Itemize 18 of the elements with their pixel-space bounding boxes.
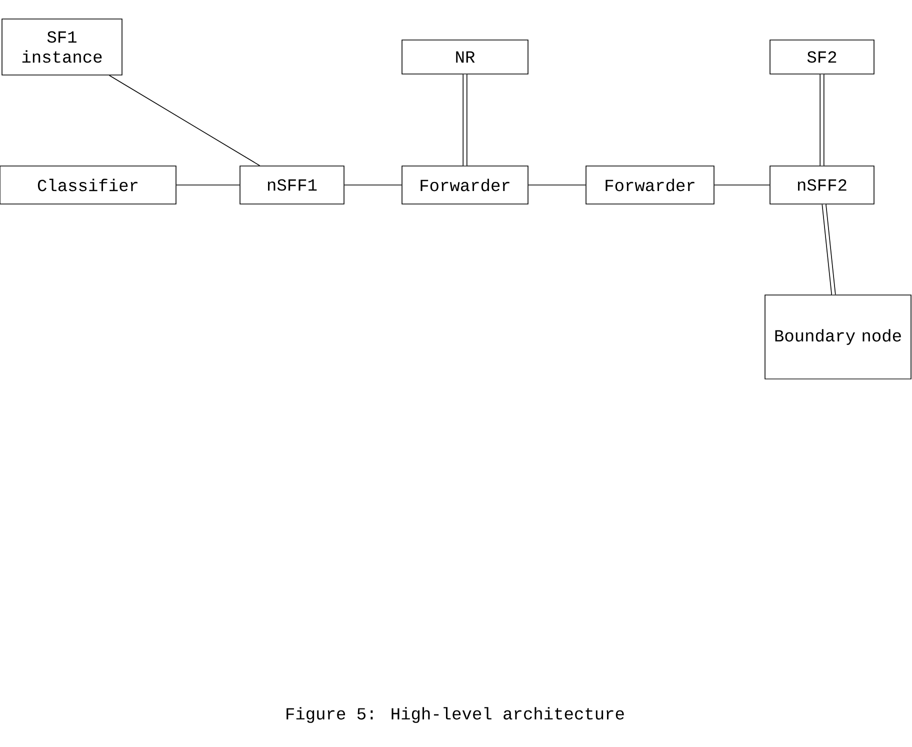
process-box: Classifier — [0, 166, 176, 204]
process-box: nSFF1 — [240, 166, 344, 204]
connector-line — [714, 184, 770, 186]
process-box: Forwarder — [402, 166, 528, 204]
connector-line — [344, 184, 402, 186]
process-box: Boundary node — [764, 294, 912, 380]
process-box: Forwarder — [586, 166, 714, 204]
connector-line — [176, 184, 240, 186]
connector-line — [108, 75, 260, 166]
connector-line — [462, 74, 468, 166]
process-box: SF2 — [770, 40, 874, 74]
figure-caption: Figure 5: High-level architecture — [286, 707, 624, 723]
process-box: NR — [402, 40, 528, 74]
connector-line — [820, 74, 824, 166]
connector-line — [822, 204, 836, 295]
process-box: nSFF2 — [770, 166, 874, 204]
connector-line — [528, 184, 586, 186]
process-box: SF1 instance — [2, 18, 122, 76]
